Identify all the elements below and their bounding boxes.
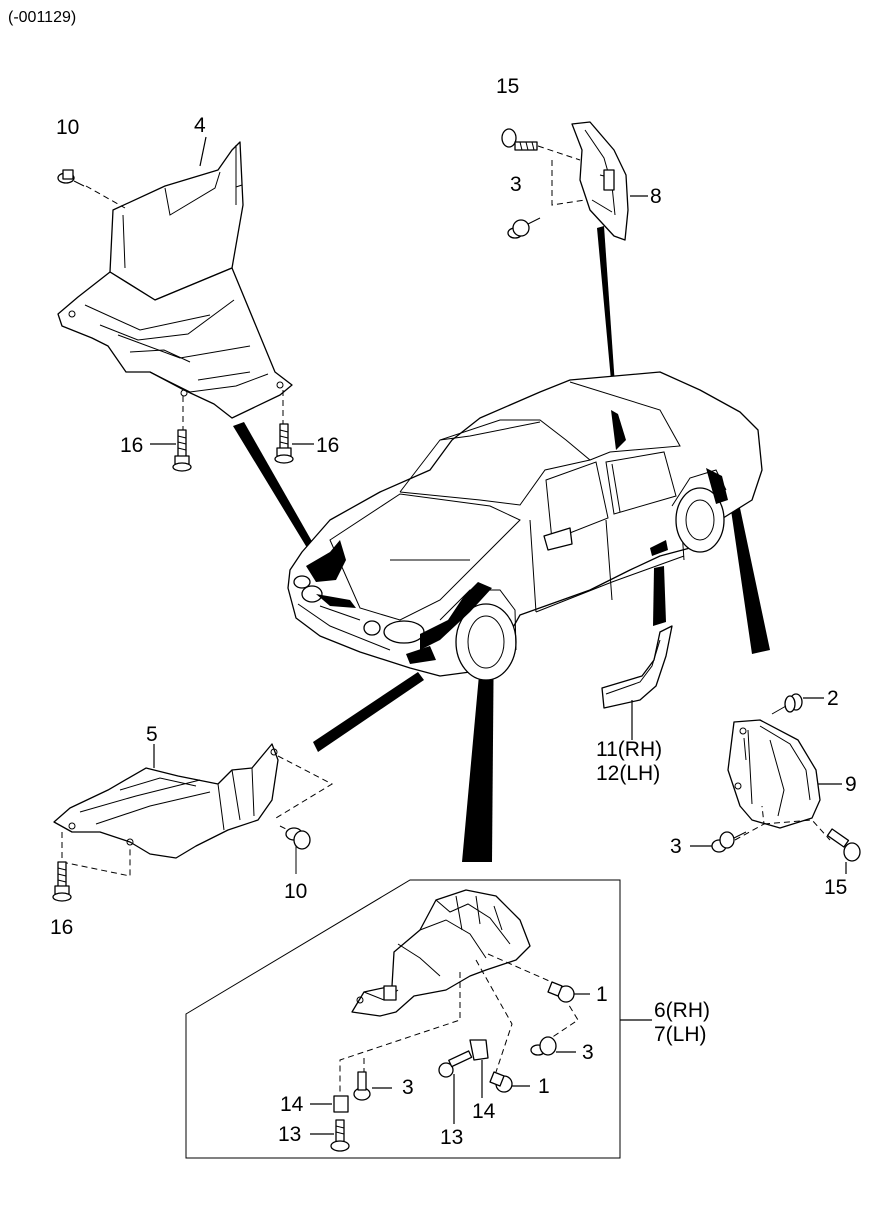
callout-1-lower: 1	[538, 1075, 550, 1098]
bolt-16-right	[274, 423, 294, 464]
callout-3-top: 3	[510, 173, 522, 196]
callout-14-left: 14	[280, 1093, 304, 1116]
pointer-wedge-11	[653, 566, 666, 626]
callout-3-inner-left: 3	[402, 1076, 414, 1099]
callout-7: 7(LH)	[654, 1023, 707, 1046]
engine-under-cover-lower-5	[53, 743, 279, 859]
callout-10-mid: 10	[284, 880, 307, 903]
callout-13-center: 13	[440, 1126, 463, 1149]
screw-13-center	[438, 1050, 473, 1078]
pointer-wedge-5	[313, 672, 424, 752]
leader-10-top	[85, 185, 126, 209]
nut-14-left	[333, 1095, 349, 1113]
front-wheel-house-cover-6-7	[351, 889, 531, 1017]
leader-3-15-right	[734, 805, 831, 841]
callout-16-right: 16	[316, 434, 339, 457]
leader-4	[199, 136, 207, 167]
pointer-wedge-9	[731, 508, 770, 654]
screw-3-inner-left	[353, 1071, 371, 1101]
callout-3-inner-right: 3	[582, 1041, 594, 1064]
callout-2: 2	[827, 687, 839, 710]
leader-15-3-top	[537, 145, 586, 206]
callout-3-right: 3	[670, 835, 682, 858]
callout-8: 8	[650, 185, 662, 208]
screw-13-left	[330, 1119, 350, 1152]
callout-16-left: 16	[120, 434, 143, 457]
clip-1-lower	[489, 1071, 513, 1093]
bolt-15-top	[501, 128, 538, 151]
screw-2	[771, 693, 803, 715]
callout-10-top: 10	[56, 116, 79, 139]
engine-under-cover-upper	[57, 141, 293, 419]
rear-mud-guard-8	[571, 121, 629, 241]
pointer-wedge-4	[233, 422, 318, 556]
diagram-code: (-001129)	[8, 9, 76, 26]
leader-16-bottom	[61, 832, 131, 877]
callout-13-left: 13	[278, 1123, 301, 1146]
rear-wheel-guard-9	[727, 719, 821, 829]
callout-4: 4	[194, 114, 206, 137]
nut-14-center	[469, 1039, 489, 1061]
callout-12: 12(LH)	[596, 762, 660, 785]
callout-16-bottom: 16	[50, 916, 73, 939]
clip-1-upper	[547, 981, 575, 1003]
flange-bolt-10-top	[57, 169, 85, 187]
callout-9: 9	[845, 773, 857, 796]
callout-11: 11(RH)	[596, 738, 662, 761]
callout-5: 5	[146, 723, 158, 746]
flange-bolt-10-mid	[285, 827, 311, 874]
screw-3-right	[711, 831, 747, 853]
callout-14-center: 14	[472, 1100, 496, 1123]
callout-15-right: 15	[824, 876, 847, 899]
vehicle-illustration	[287, 371, 763, 681]
side-sill-molding-11-12	[601, 625, 673, 709]
bolt-16-bottom	[52, 861, 72, 902]
callout-15-top: 15	[496, 75, 519, 98]
screw-3-inner-right	[530, 1036, 557, 1056]
leader-10-mid	[275, 755, 334, 835]
detail-box	[185, 879, 621, 1159]
pointer-wedge-8	[597, 226, 616, 402]
callout-6: 6(RH)	[654, 999, 710, 1022]
callout-1-upper: 1	[596, 983, 608, 1006]
bolt-15-right	[826, 828, 861, 862]
bolt-16-left	[172, 429, 192, 472]
screw-3-top	[507, 217, 541, 239]
